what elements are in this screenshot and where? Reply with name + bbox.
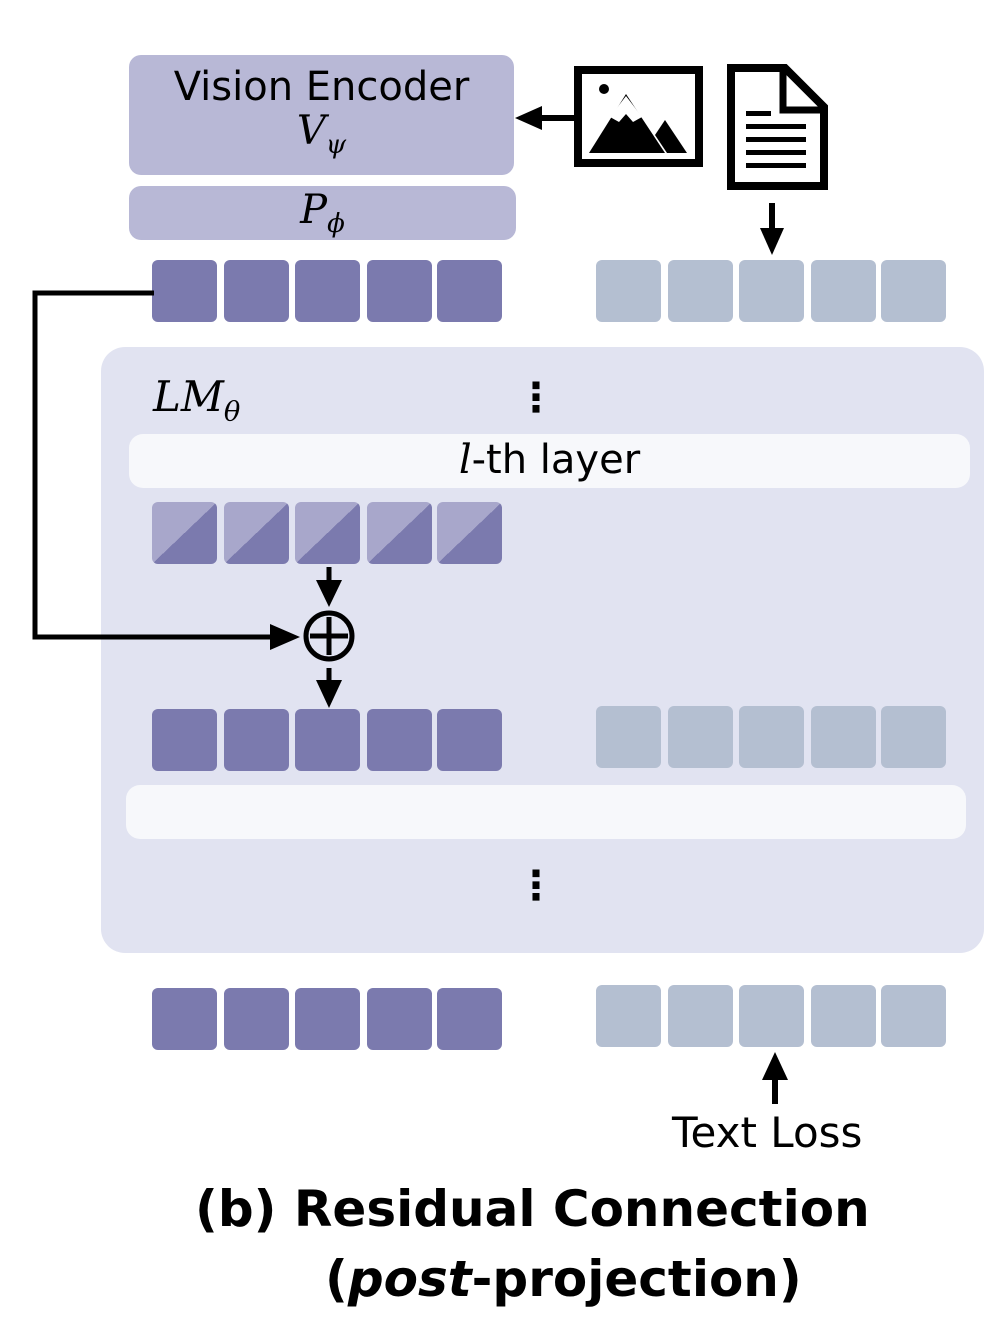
text-token bbox=[881, 260, 946, 322]
text-token bbox=[739, 260, 804, 322]
projected-visual-token bbox=[295, 260, 360, 322]
projected-visual-token bbox=[367, 260, 432, 322]
projector-box: Pϕ bbox=[129, 186, 516, 240]
text-token bbox=[811, 706, 876, 768]
final-visual-token bbox=[367, 988, 432, 1050]
text-token bbox=[881, 706, 946, 768]
layer-output-visual-token bbox=[295, 502, 360, 564]
text-token bbox=[739, 985, 804, 1047]
text-loss-arrow bbox=[762, 1052, 788, 1104]
vision-encoder-box: Vision Encoder Vψ bbox=[129, 55, 514, 175]
text-token bbox=[811, 260, 876, 322]
residual-visual-token bbox=[295, 709, 360, 771]
projected-visual-token bbox=[437, 260, 502, 322]
text-token bbox=[596, 260, 661, 322]
residual-visual-token bbox=[367, 709, 432, 771]
document-to-tokens-arrow bbox=[760, 203, 784, 255]
final-visual-token bbox=[437, 988, 502, 1050]
layer-output-visual-token bbox=[224, 502, 289, 564]
vision-encoder-title: Vision Encoder bbox=[173, 64, 470, 110]
image-to-encoder-arrow bbox=[515, 106, 578, 130]
projector-symbol: Pϕ bbox=[300, 187, 345, 240]
layer-output-visual-token bbox=[367, 502, 432, 564]
text-token bbox=[881, 985, 946, 1047]
text-token bbox=[596, 985, 661, 1047]
document-icon bbox=[727, 64, 828, 190]
text-token bbox=[739, 706, 804, 768]
final-visual-token bbox=[295, 988, 360, 1050]
residual-visual-token bbox=[437, 709, 502, 771]
residual-add-icon bbox=[303, 610, 355, 662]
l-th-layer-label: l-th layer bbox=[458, 437, 641, 483]
text-token bbox=[811, 985, 876, 1047]
residual-visual-token bbox=[224, 709, 289, 771]
next-layer-bar bbox=[126, 785, 966, 839]
final-visual-token bbox=[224, 988, 289, 1050]
image-icon bbox=[574, 66, 703, 167]
layer-output-to-add-arrow bbox=[316, 567, 342, 607]
final-visual-token bbox=[152, 988, 217, 1050]
layer-output-visual-token bbox=[437, 502, 502, 564]
figure-caption-line-2: (post-projection) bbox=[325, 1250, 802, 1308]
residual-skip-connection bbox=[32, 290, 300, 650]
text-loss-label: Text Loss bbox=[672, 1108, 863, 1157]
layer-output-visual-token bbox=[152, 502, 217, 564]
text-token bbox=[668, 985, 733, 1047]
language-model-symbol: LMθ bbox=[153, 372, 241, 428]
text-token bbox=[668, 706, 733, 768]
text-token bbox=[596, 706, 661, 768]
l-th-layer-bar: l-th layer bbox=[129, 434, 970, 488]
add-to-tokens-arrow bbox=[316, 668, 342, 708]
vision-encoder-symbol: Vψ bbox=[296, 108, 347, 161]
projected-visual-token bbox=[224, 260, 289, 322]
figure-caption-line-1: (b) Residual Connection bbox=[195, 1180, 870, 1238]
projected-visual-token bbox=[152, 260, 217, 322]
text-token bbox=[668, 260, 733, 322]
residual-visual-token bbox=[152, 709, 217, 771]
